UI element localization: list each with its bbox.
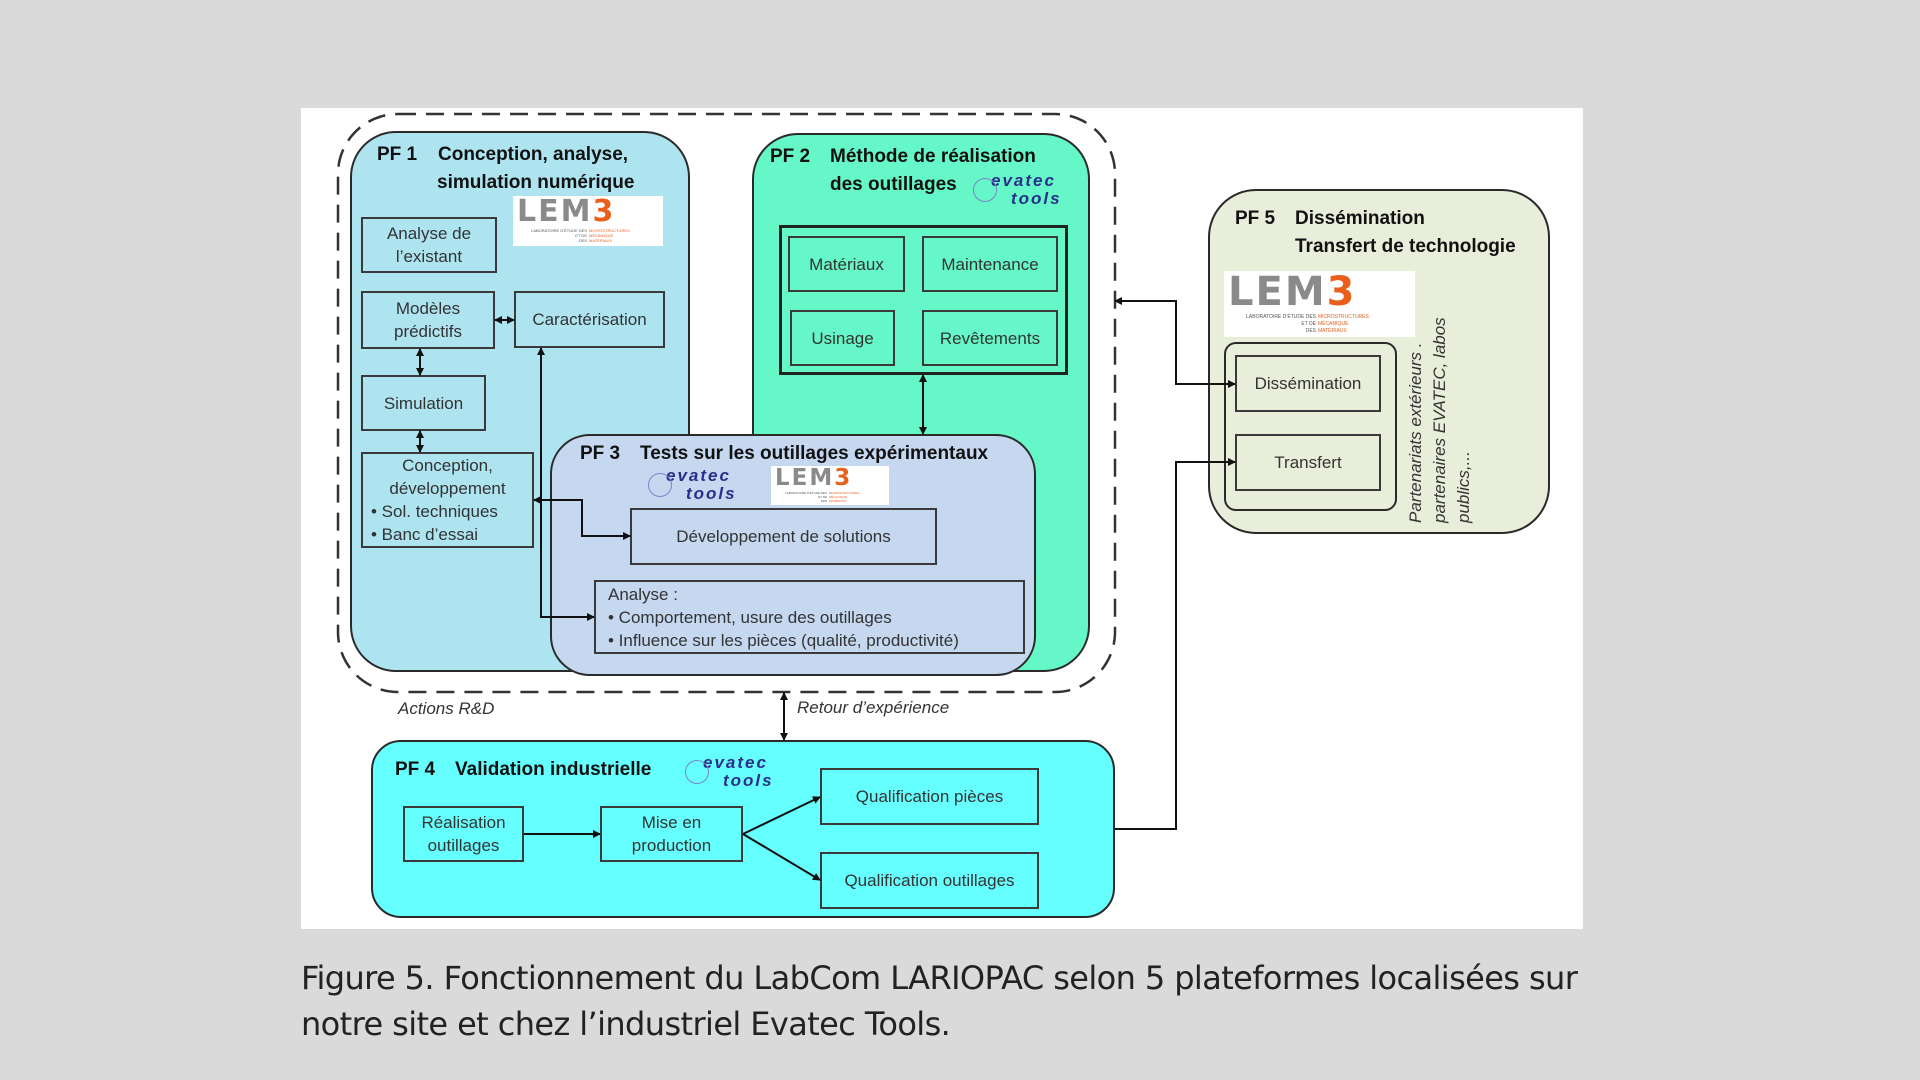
retour-experience-label: Retour d’expérience [797,698,950,717]
pf5-title-line1: Dissémination [1295,208,1425,229]
transfert-box: Transfert [1235,434,1381,491]
analyse-existant-box: Analyse de l’existant [361,217,497,273]
actions-rd-label: Actions R&D [398,699,495,718]
pf1-title: PF 1 Conception, analyse, simulation numé… [377,141,634,197]
arrow-rd-dissemination [1114,297,1236,388]
arrow-caracterisation-analyse [537,347,595,621]
analyse-bullet: • Influence sur les pièces (qualité, pro… [608,630,959,650]
modeles-predictifs-box: Modèles prédictifs [361,291,495,349]
analyse-title: Analyse : [608,584,678,604]
evatec-logo: evatec tools [648,467,737,503]
arrow-mise-qual-outillages [742,833,821,881]
pf2-methods-group [779,225,1068,375]
developpement-solutions-box: Développement de solutions [630,508,937,565]
pf1-title-line1: Conception, analyse, [438,144,629,165]
pf1-number: PF 1 [377,144,418,165]
analyse-box: Analyse : • Comportement, usure des outi… [594,580,1025,654]
qualification-outillages-box: Qualification outillages [820,852,1039,909]
arrow-pf4-transfert [1115,458,1236,830]
pf4-number: PF 4 [395,759,436,780]
pf5-inner-group [1224,342,1397,511]
arrow-conception-developpement [533,496,631,540]
arrow-mise-qual-pieces [742,796,821,835]
maintenance-box: Maintenance [922,236,1058,292]
caption-line-2: notre site et chez l’industriel Evatec T… [301,1005,951,1043]
pf4-title: PF 4 Validation industrielle [395,756,651,784]
pf5-number: PF 5 [1235,208,1276,229]
conception-bullet: • Sol. techniques [371,502,498,521]
realisation-outillages-box: Réalisation outillages [403,806,524,862]
evatec-logo: evatec tools [973,172,1062,208]
qualification-pieces-box: Qualification pièces [820,768,1039,825]
mise-en-production-box: Mise en production [600,806,743,862]
pf5-title-line2: Transfert de technologie [1295,236,1516,257]
usinage-box: Usinage [790,310,895,366]
pf2-title: PF 2 Méthode de réalisation des outillage… [770,143,1036,199]
dissemination-box: Dissémination [1235,355,1381,412]
analyse-bullet: • Comportement, usure des outillages [608,607,892,627]
conception-bullet: • Banc d’essai [371,525,479,544]
evatec-logo: evatec tools [685,754,774,790]
conception-title: Conception, développement [389,456,506,498]
figure-caption: Figure 5. Fonctionnement du LabCom LARIO… [301,955,1601,1047]
pf4-title-text: Validation industrielle [455,759,652,780]
pf2-title-line2: des outillages [830,174,957,195]
pf2-title-line1: Méthode de réalisation [830,146,1036,167]
rd-dashed-envelope [336,112,1117,694]
materiaux-box: Matériaux [788,236,905,292]
caption-line-1: Figure 5. Fonctionnement du LabCom LARIO… [301,959,1578,997]
pf2-number: PF 2 [770,146,811,167]
pf1-title-line2: simulation numérique [437,172,635,193]
revetements-box: Revêtements [922,310,1058,366]
pf5-title: PF 5 Dissémination Transfert de technolog… [1235,205,1516,261]
pf3-title-text: Tests sur les outillages expérimentaux [640,443,989,464]
